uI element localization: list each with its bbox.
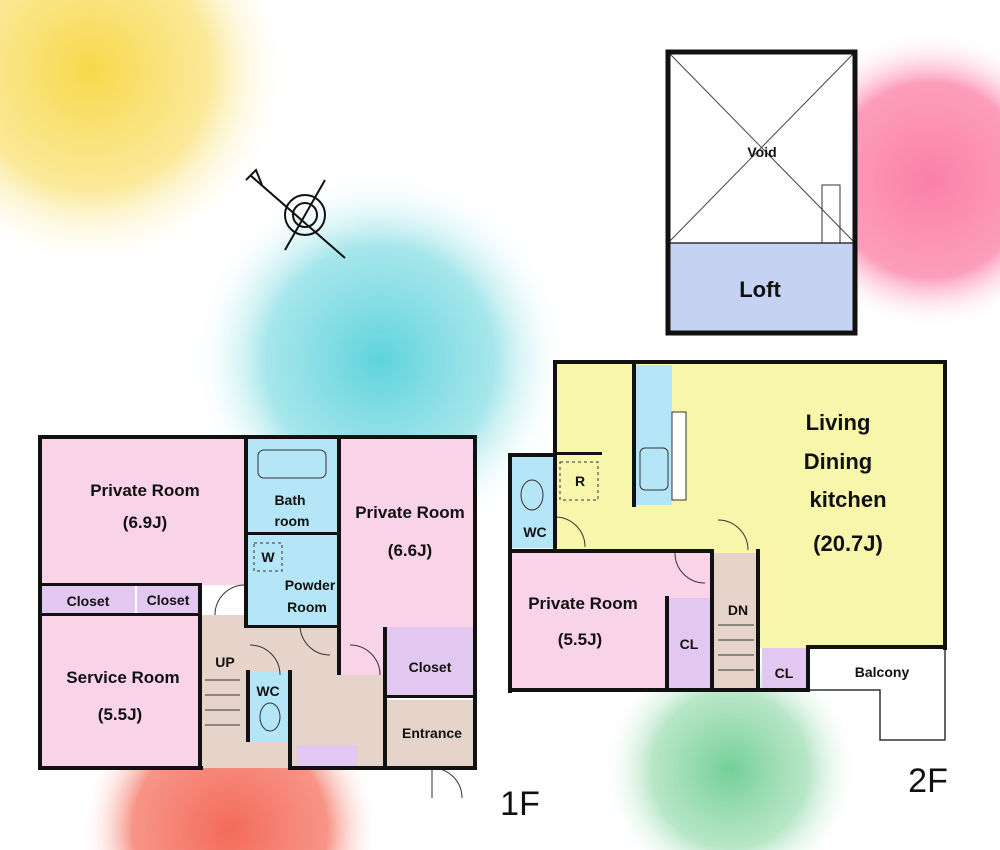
service-room-size: (5.5J) [98, 705, 142, 724]
powder-label-1: Powder [285, 577, 336, 593]
wc-1f-label: WC [256, 683, 279, 699]
cl-b-label: CL [775, 665, 794, 681]
private-room-2f-name: Private Room [528, 594, 638, 613]
ldk-label-1: Living [806, 410, 871, 435]
ldk-label-3: kitchen [809, 487, 886, 512]
closet-c-label: Closet [409, 659, 452, 675]
second-floor-plan: Living Dining kitchen (20.7J) R WC Priva… [508, 360, 948, 800]
loft-plan: Void Loft [665, 49, 858, 336]
washer-label: W [261, 549, 275, 565]
first-floor-plan: Private Room (6.9J) Bath room W Powder R… [38, 435, 540, 823]
private-room-2f-size: (5.5J) [558, 630, 602, 649]
private-room-b-name: Private Room [355, 503, 465, 522]
stairs-down-label: DN [728, 602, 748, 618]
bath-label-2: room [275, 513, 310, 529]
private-room-a-name: Private Room [90, 481, 200, 500]
powder-label-2: Room [287, 599, 327, 615]
closet-b-label: Closet [147, 592, 190, 608]
loft-label: Loft [739, 277, 781, 302]
cl-a-label: CL [680, 636, 699, 652]
ldk-label-2: Dining [804, 449, 872, 474]
bath-label-1: Bath [274, 492, 305, 508]
floor-2f-label: 2F [908, 762, 948, 800]
private-room-a-size: (6.9J) [123, 513, 167, 532]
entrance-label: Entrance [402, 725, 462, 741]
ldk-size: (20.7J) [813, 531, 883, 556]
void-label: Void [747, 144, 776, 160]
private-room-b-size: (6.6J) [388, 541, 432, 560]
balcony-label: Balcony [855, 664, 910, 680]
closet-a-label: Closet [67, 593, 110, 609]
fridge-label: R [575, 473, 585, 489]
north-compass-icon [245, 168, 346, 259]
floor-1f-label: 1F [500, 785, 540, 823]
service-room-name: Service Room [66, 668, 179, 687]
wc-2f-label: WC [523, 524, 546, 540]
stairs-up-label: UP [215, 654, 234, 670]
